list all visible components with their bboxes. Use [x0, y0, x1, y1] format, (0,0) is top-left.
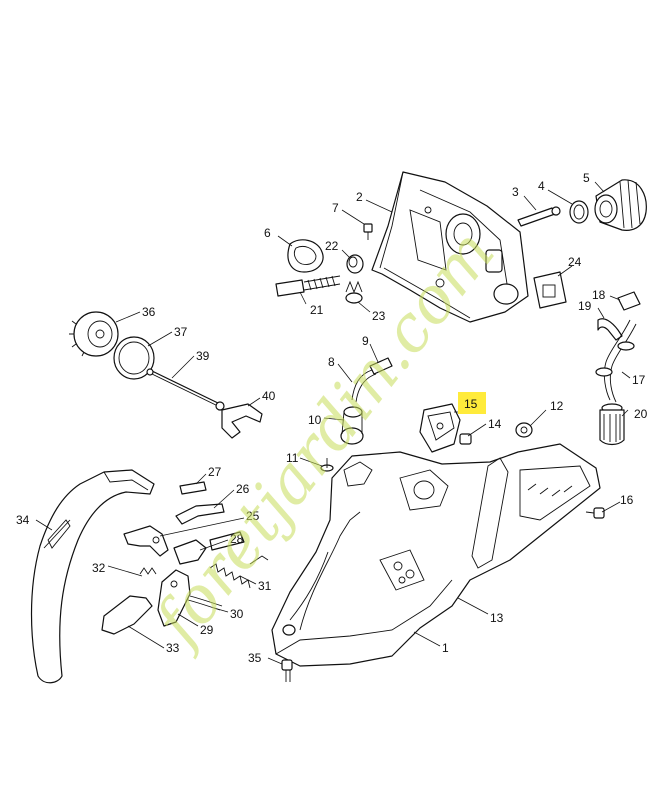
- part-11-stud: [320, 458, 334, 472]
- part-34-handguard: [30, 469, 155, 684]
- callout-10: 10: [308, 413, 322, 427]
- part-7-screw: [363, 223, 373, 240]
- parts-drawings: [30, 171, 647, 684]
- callout-23: 23: [372, 309, 386, 323]
- callout-2: 2: [356, 190, 363, 204]
- part-5-intake-boot: [594, 179, 647, 231]
- part-14-nut: [459, 433, 472, 445]
- part-9-clip: [369, 357, 393, 375]
- callout-26: 26: [236, 482, 250, 496]
- callout-21: 21: [310, 303, 324, 317]
- part-23-spring: [345, 280, 363, 304]
- callout-28: 28: [230, 532, 244, 546]
- highlight-box: [458, 392, 486, 414]
- part-37-ring: [113, 336, 155, 380]
- part-4-ring: [569, 200, 589, 224]
- callout-39: 39: [196, 349, 210, 363]
- callout-6: 6: [264, 226, 271, 240]
- callout-1: 1: [442, 641, 449, 655]
- part-28-interlock: [173, 531, 245, 565]
- part-17-fuel-line: [595, 319, 637, 403]
- part-12-bushing: [515, 422, 533, 438]
- callout-22: 22: [325, 239, 339, 253]
- callout-19: 19: [578, 299, 592, 313]
- callout-4: 4: [538, 179, 545, 193]
- callout-35: 35: [248, 651, 262, 665]
- callout-37: 37: [174, 325, 188, 339]
- callout-27: 27: [208, 465, 222, 479]
- part-26-lever: [175, 503, 225, 525]
- part-18-elbow: [617, 291, 641, 311]
- callout-5: 5: [583, 171, 590, 185]
- callout-36: 36: [142, 305, 156, 319]
- callout-24: 24: [568, 255, 582, 269]
- part-40-lever: [221, 403, 263, 439]
- callout-11: 11: [286, 451, 299, 465]
- part-22-cap: [346, 254, 364, 274]
- callout-31: 31: [258, 579, 272, 593]
- part-16-screw: [585, 507, 605, 519]
- part-31-spring: [209, 555, 269, 589]
- part-21-spring-rod: [275, 275, 341, 297]
- callout-34: 34: [16, 513, 30, 527]
- part-2-housing: [371, 171, 529, 323]
- callout-25: 25: [246, 509, 260, 523]
- part-27-pin: [179, 481, 207, 495]
- callout-14: 14: [488, 417, 502, 431]
- part-35-screw: [281, 659, 293, 682]
- callout-32: 32: [92, 561, 106, 575]
- part-36-pulley: [69, 311, 119, 357]
- callout-40: 40: [262, 389, 276, 403]
- part-32-clip: [139, 567, 157, 575]
- leader-lines: [35, 181, 631, 665]
- callout-8: 8: [328, 355, 335, 369]
- part-33-lockout: [101, 595, 153, 635]
- callout-9: 9: [362, 334, 369, 348]
- part-29-trigger: [157, 569, 191, 627]
- part-10-grommet: [340, 406, 364, 445]
- callout-3: 3: [512, 185, 519, 199]
- part-24-ignition-module: [533, 271, 567, 309]
- callout-7: 7: [332, 201, 339, 215]
- callout-15: 15: [464, 397, 478, 411]
- part-20-fuel-filter: [599, 403, 625, 446]
- part-25-lever: [123, 525, 169, 557]
- part-15-cover: [419, 403, 461, 453]
- part-8-rod: [351, 369, 377, 403]
- part-19-hose: [597, 318, 623, 341]
- part-6-gasket: [287, 239, 324, 273]
- callout-20: 20: [634, 407, 648, 421]
- callout-33: 33: [166, 641, 180, 655]
- part-1-handle-housing: [271, 443, 601, 667]
- callout-18: 18: [592, 288, 606, 302]
- callout-13: 13: [490, 611, 504, 625]
- callout-16: 16: [620, 493, 634, 507]
- callout-30: 30: [230, 607, 244, 621]
- callout-29: 29: [200, 623, 214, 637]
- callout-labels: 2 3 4 5 6 7 22 21 23 24 18 19 17 20 36 3…: [16, 171, 648, 665]
- callout-12: 12: [550, 399, 564, 413]
- part-39-rod: [146, 368, 225, 411]
- callout-17: 17: [632, 373, 646, 387]
- part-3-bolt: [517, 206, 561, 227]
